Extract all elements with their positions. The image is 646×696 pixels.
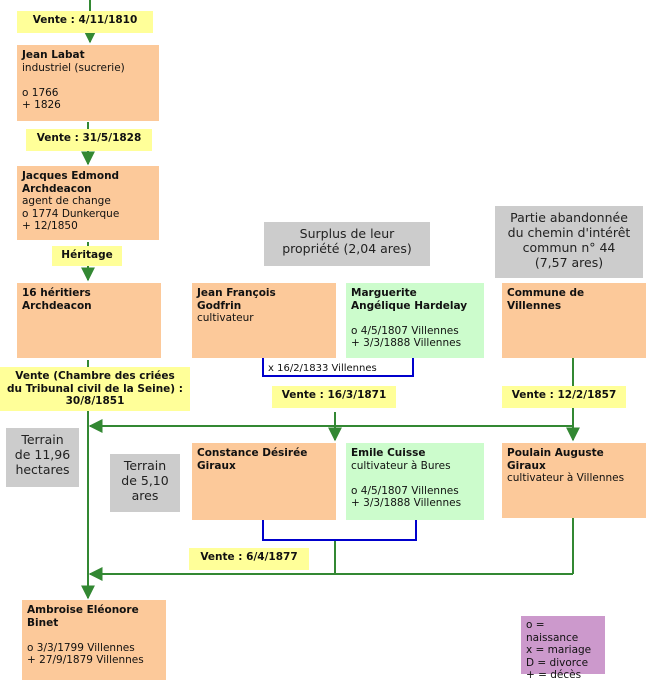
person-detail: o 1766 [22, 86, 59, 99]
person-detail: agent de change [22, 195, 111, 207]
event-label: Vente : 4/11/1810 [32, 14, 138, 26]
note-text: Surplus de leur [299, 226, 395, 241]
note-text: Terrain [123, 458, 167, 473]
inheritance-event: Héritage [52, 246, 122, 266]
sale-event-1810: Vente : 4/11/1810 [17, 11, 153, 33]
person-name: Jacques Edmond [22, 170, 120, 182]
note-text: Partie abandonnée [510, 210, 628, 225]
note-surplus-propriete: Surplus de leur propriété (2,04 ares) [264, 222, 430, 266]
person-name: Archdeacon [22, 299, 92, 312]
person-name: Emile Cuisse [351, 447, 426, 459]
event-label: Vente : 16/3/1871 [281, 389, 387, 401]
person-detail: o 4/5/1807 Villennes [351, 324, 459, 337]
sale-event-1851: Vente (Chambre des criées du Tribunal ci… [0, 367, 190, 411]
event-label: Héritage [61, 249, 113, 261]
note-text: hectares [15, 462, 70, 477]
note-terrain-11-96-hectares: Terrain de 11,96 hectares [6, 428, 79, 487]
note-text: commun n° 44 [522, 240, 616, 255]
person-name: Marguerite [351, 287, 417, 299]
person-name: Constance Désirée [197, 447, 308, 459]
person-detail: cultivateur à Bures [351, 459, 451, 472]
person-name: Ambroise Eléonore [27, 604, 139, 616]
event-label: Vente : 6/4/1877 [200, 551, 298, 563]
person-name: Villennes [507, 299, 562, 312]
person-constance-giraux: Constance Désirée Giraux [192, 443, 336, 520]
sale-event-1828: Vente : 31/5/1828 [26, 129, 152, 151]
person-detail [27, 629, 161, 642]
sale-event-1857: Vente : 12/2/1857 [502, 386, 626, 408]
note-text: propriété (2,04 ares) [282, 241, 412, 256]
person-detail [22, 74, 154, 87]
note-text: du chemin d'intérêt [507, 225, 631, 240]
legend-item: D = divorce [526, 656, 589, 669]
person-jean-labat: Jean Labat industriel (sucrerie) o 1766 … [17, 45, 159, 121]
note-text: ares [131, 488, 159, 503]
person-detail: + 1826 [22, 99, 61, 111]
person-poulain-auguste-giraux: Poulain Auguste Giraux cultivateur à Vil… [502, 443, 646, 518]
person-name: Giraux [197, 459, 236, 472]
entity-commune-de-villennes: Commune de Villennes [502, 283, 646, 358]
person-name: Archdeacon [22, 182, 92, 195]
note-text: de 11,96 [14, 447, 71, 462]
person-marguerite-hardelay: Marguerite Angélique Hardelay o 4/5/1807… [346, 283, 484, 358]
note-terrain-5-10-ares: Terrain de 5,10 ares [110, 454, 180, 512]
person-detail: cultivateur à Villennes [507, 472, 625, 484]
legend-item: x = mariage [526, 644, 592, 656]
person-detail: o 1774 Dunkerque [22, 207, 120, 220]
person-name: Angélique Hardelay [351, 299, 468, 312]
note-text: de 5,10 [121, 473, 169, 488]
person-ambroise-binet: Ambroise Eléonore Binet o 3/3/1799 Ville… [22, 600, 166, 680]
person-detail: cultivateur [197, 312, 254, 324]
person-name: 16 héritiers [22, 287, 91, 299]
person-detail: industriel (sucrerie) [22, 61, 125, 74]
person-detail [351, 472, 479, 485]
person-detail: + 3/3/1888 Villennes [351, 337, 462, 349]
person-name: Poulain Auguste [507, 447, 604, 459]
event-label: du Tribunal civil de la Seine) : [7, 382, 183, 395]
person-detail: o 3/3/1799 Villennes [27, 641, 135, 654]
person-emile-cuisse: Emile Cuisse cultivateur à Bures o 4/5/1… [346, 443, 484, 520]
person-name: Binet [27, 616, 59, 629]
legend: o = naissance x = mariage D = divorce + … [521, 616, 605, 681]
sale-event-1871: Vente : 16/3/1871 [272, 386, 396, 408]
sale-event-1877: Vente : 6/4/1877 [189, 548, 309, 570]
person-jacques-edmond-archdeacon: Jacques Edmond Archdeacon agent de chang… [17, 166, 159, 240]
person-name: Jean Labat [22, 49, 85, 61]
event-label: Vente (Chambre des criées [15, 370, 175, 382]
legend-item: o = naissance [526, 619, 579, 644]
event-label: Vente : 12/2/1857 [511, 389, 617, 401]
person-name: Giraux [507, 459, 546, 472]
marriage-bracket [262, 520, 417, 541]
note-text: Terrain [21, 432, 64, 447]
person-detail [351, 312, 479, 325]
note-chemin-abandonne: Partie abandonnée du chemin d'intérêt co… [495, 206, 643, 278]
person-name: Godfrin [197, 299, 242, 312]
marriage-label: x 16/2/1833 Villennes [266, 363, 379, 375]
person-name: Commune de [507, 287, 585, 299]
event-label: Vente : 31/5/1828 [36, 132, 142, 144]
person-jean-francois-godfrin: Jean François Godfrin cultivateur [192, 283, 336, 358]
person-detail: + 3/3/1888 Villennes [351, 497, 462, 509]
marriage-bracket [262, 358, 414, 377]
person-detail: + 12/1850 [22, 220, 78, 232]
person-detail: + 27/9/1879 Villennes [27, 654, 144, 666]
legend-item: + = décès [526, 669, 582, 681]
note-text: (7,57 ares) [534, 255, 604, 270]
person-name: Jean François [197, 287, 276, 299]
person-detail: o 4/5/1807 Villennes [351, 484, 459, 497]
event-label: 30/8/1851 [65, 395, 125, 407]
person-16-heritiers: 16 héritiers Archdeacon [17, 283, 161, 358]
